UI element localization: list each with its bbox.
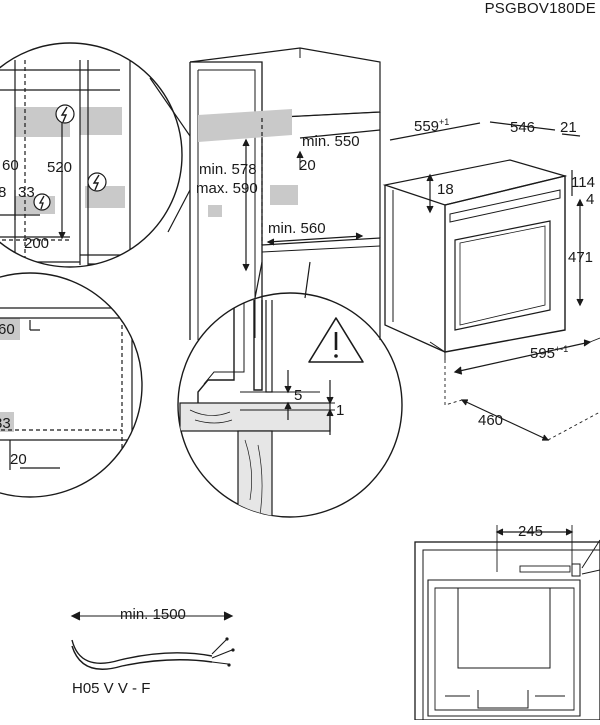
dim-partial: 8 — [0, 184, 6, 201]
dim-5: 5 — [294, 387, 302, 404]
dim-4: 4 — [586, 191, 594, 208]
dim-520: 520 — [47, 159, 72, 176]
dim-595: 595+-1 — [530, 344, 568, 362]
cable-type: H05 V V - F — [72, 680, 150, 697]
dim-min-560: min. 560 — [268, 220, 326, 237]
dim-595-value: 595 — [530, 345, 555, 362]
electric-hazard-icon — [87, 172, 107, 192]
electric-hazard-icon — [55, 104, 75, 124]
dim-60: 60 — [2, 157, 19, 174]
power-cable-icon — [71, 637, 235, 670]
hazard-zone — [198, 109, 292, 142]
wood-shelf — [179, 402, 331, 432]
detail-circle — [0, 42, 183, 268]
dim-20: 20 — [299, 157, 316, 174]
dim-200: 200 — [24, 235, 49, 252]
cable-length: min. 1500 — [120, 606, 186, 623]
dim-20-lower: 20 — [10, 451, 27, 468]
leader-line — [149, 77, 191, 233]
electric-hazard-icon — [33, 193, 51, 211]
dim-33: 33 — [18, 184, 35, 201]
dim-min-578: min. 578 — [199, 161, 257, 178]
power-cable — [70, 611, 235, 670]
dim-21: 21 — [560, 119, 577, 136]
dim-559-tolerance: +1 — [439, 117, 449, 127]
dim-559: 559+1 — [414, 117, 449, 135]
hazard-zone — [208, 205, 222, 217]
warning-triangle-icon — [308, 317, 364, 363]
hazard-zone — [0, 412, 14, 432]
dim-245: 245 — [518, 523, 543, 540]
dim-33-lower: 33 — [0, 415, 11, 432]
hazard-zone — [80, 107, 122, 135]
oven-body — [382, 121, 600, 441]
cabinet-niche — [189, 47, 381, 340]
wood-post — [237, 430, 273, 517]
dim-max-590: max. 590 — [196, 180, 258, 197]
lower-left-detail: 60 33 20 — [0, 272, 143, 498]
oven-rear-view — [414, 525, 600, 721]
dim-559-value: 559 — [414, 118, 439, 135]
dim-18: 18 — [437, 181, 454, 198]
upper-left-detail: 60 520 33 200 8 — [0, 42, 191, 268]
dim-114: 114 — [571, 174, 595, 191]
gap-detail: 5 1 — [177, 261, 403, 518]
dim-1: 1 — [336, 402, 344, 419]
dim-595-tolerance: +-1 — [555, 344, 568, 354]
dim-546: 546 — [510, 119, 535, 136]
hazard-zone — [85, 186, 125, 208]
dim-60-lower: 60 — [0, 321, 15, 338]
hazard-zone — [270, 185, 298, 205]
document-code: PSGBOV180DE — [484, 0, 596, 17]
dim-460: 460 — [478, 412, 503, 429]
dim-min-550: min. 550 — [302, 133, 360, 150]
dim-471: 471 — [568, 249, 593, 266]
hazard-zone — [0, 318, 20, 340]
